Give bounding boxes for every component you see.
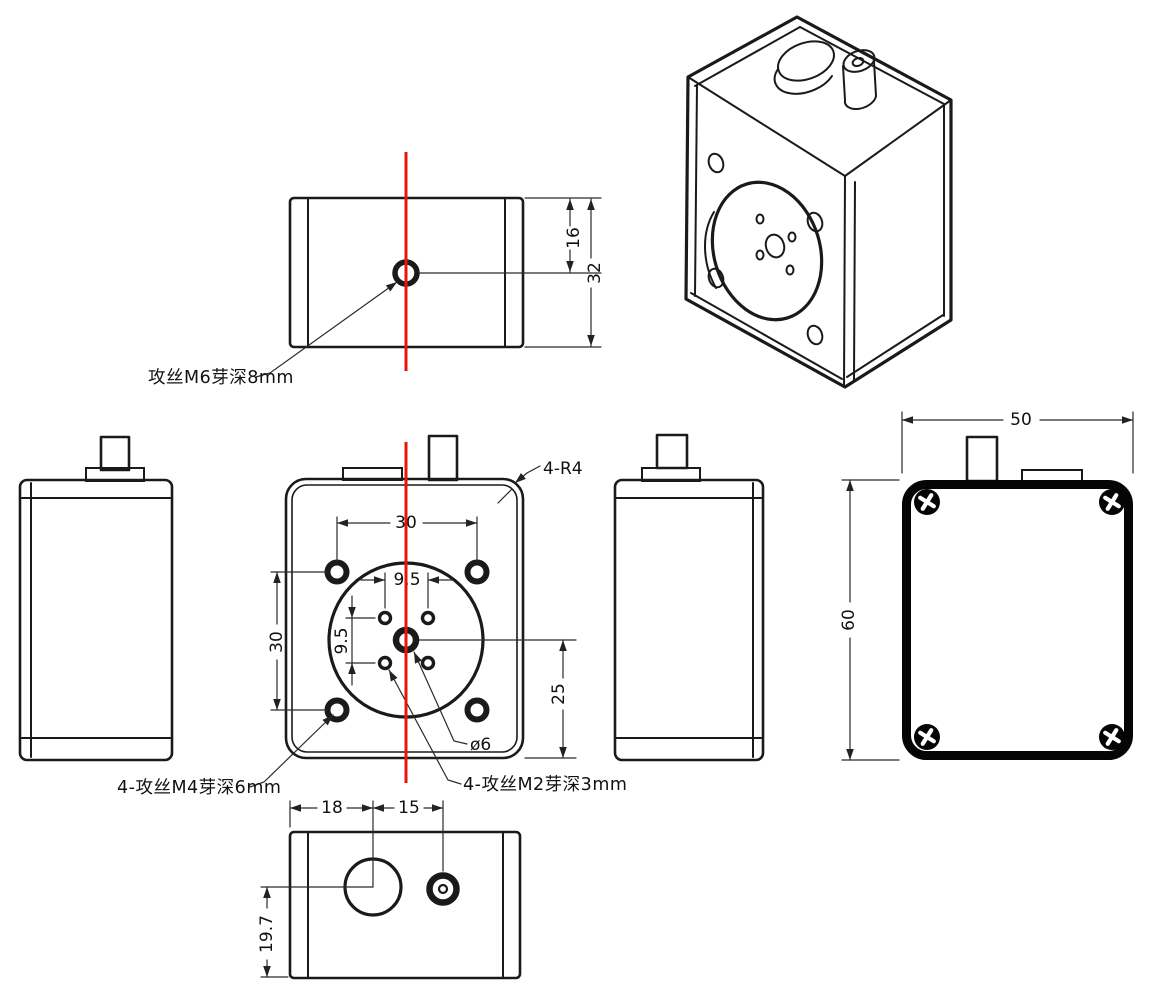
- dim-50: 50: [901, 410, 1134, 430]
- small-hole-m2: [420, 610, 436, 626]
- leader-center-hole-dia: ø6: [410, 650, 491, 755]
- iso-top-right-edge: [844, 99, 952, 177]
- dim-16: 16: [564, 198, 584, 273]
- iso-corner-hole: [707, 152, 725, 174]
- iso-small-hole: [785, 264, 795, 276]
- iso-edge-line: [846, 314, 944, 378]
- dim-19.7: 19.7: [257, 886, 277, 978]
- leader-corner-radius: 4-R4: [497, 459, 583, 504]
- bottom-view-outline: [288, 830, 522, 980]
- dim-30-vertical: 30: [267, 571, 287, 711]
- right-side-view: [613, 433, 765, 762]
- dim-60: 60: [839, 479, 859, 761]
- dim-50-label: 50: [1010, 410, 1032, 430]
- mount-hole-m4: [324, 559, 350, 585]
- screw: [914, 724, 940, 750]
- iso-cylinder-side: [842, 65, 846, 101]
- iso-top-cap-thickness: [773, 68, 833, 95]
- iso-cylinder-bottom: [843, 95, 877, 111]
- dim-15: 15: [372, 798, 444, 818]
- dim-15-label: 15: [398, 798, 420, 818]
- front-view: 30 9.5 9.5 30 25: [117, 434, 627, 798]
- bottom-view: 18 15 19.7: [257, 798, 522, 980]
- iso-corner-hole: [707, 267, 725, 289]
- mount-hole-m4: [464, 697, 490, 723]
- iso-boss-thickness-arc: [704, 211, 717, 289]
- iso-corner-hole: [806, 211, 824, 233]
- isometric-silhouette: [684, 15, 953, 389]
- bottom-view-pin-hole: [437, 883, 449, 895]
- dim-16-label: 16: [564, 227, 584, 249]
- iso-edge-line: [694, 84, 698, 297]
- annotation-corner-radius: 4-R4: [543, 459, 583, 479]
- iso-edge-line: [694, 26, 801, 87]
- iso-front-boss-circle: [710, 180, 824, 322]
- rear-view-outline: [902, 480, 1133, 760]
- dim-25: 25: [549, 639, 569, 759]
- dim-32-label: 32: [585, 262, 605, 284]
- annotation-tap-m6: 攻丝M6芽深8mm: [148, 368, 294, 388]
- annotation-center-hole-dia: ø6: [470, 735, 491, 755]
- iso-center-hole: [764, 233, 786, 259]
- isometric-view: [684, 15, 953, 389]
- iso-small-hole: [755, 249, 765, 261]
- iso-corner-hole: [806, 324, 824, 346]
- leader-tap-m2: 4-攻丝M2芽深3mm: [385, 668, 627, 795]
- dim-18-label: 18: [321, 798, 343, 818]
- rear-view: 50 60: [839, 410, 1134, 761]
- iso-small-hole: [755, 213, 765, 225]
- leader-tap-m6: 攻丝M6芽深8mm: [148, 278, 400, 388]
- small-hole-m2: [420, 655, 436, 671]
- dim-9.5-vertical: 9.5: [332, 595, 356, 686]
- left-side-view: [18, 435, 174, 762]
- leader-tap-m4: 4-攻丝M4芽深6mm: [117, 712, 336, 798]
- iso-small-hole: [787, 231, 797, 243]
- iso-top-front-edge: [687, 76, 846, 177]
- left-view-shaft: [99, 435, 131, 472]
- iso-cylinder-side: [873, 60, 877, 97]
- iso-edge-line: [799, 26, 945, 105]
- screw: [914, 489, 940, 515]
- small-hole-m2: [377, 610, 393, 626]
- dim-32: 32: [585, 198, 605, 347]
- dim-9.5v-label: 9.5: [332, 627, 352, 654]
- dim-18: 18: [289, 798, 374, 818]
- iso-front-right-edge-round: [853, 181, 856, 381]
- dim-19.7-label: 19.7: [257, 915, 277, 953]
- screw: [1099, 724, 1125, 750]
- iso-top-cap: [777, 40, 835, 82]
- iso-edge-line: [690, 292, 843, 380]
- annotation-tap-m4: 4-攻丝M4芽深6mm: [117, 778, 281, 798]
- screw: [1099, 489, 1125, 515]
- dim-25-label: 25: [549, 683, 569, 705]
- iso-cylinder-nub: [851, 56, 865, 68]
- dim-30v-label: 30: [267, 631, 287, 653]
- dim-60-label: 60: [839, 609, 859, 631]
- right-view-cap-flange: [641, 467, 701, 482]
- annotation-tap-m2: 4-攻丝M2芽深3mm: [463, 775, 627, 795]
- iso-cylinder-top: [842, 49, 876, 73]
- top-view: 16 32 攻丝M6芽深8mm: [148, 152, 605, 388]
- mount-hole-m4: [464, 559, 490, 585]
- small-hole-m2: [377, 655, 393, 671]
- iso-front-right-edge: [843, 175, 846, 388]
- left-view-cap-flange: [85, 467, 145, 482]
